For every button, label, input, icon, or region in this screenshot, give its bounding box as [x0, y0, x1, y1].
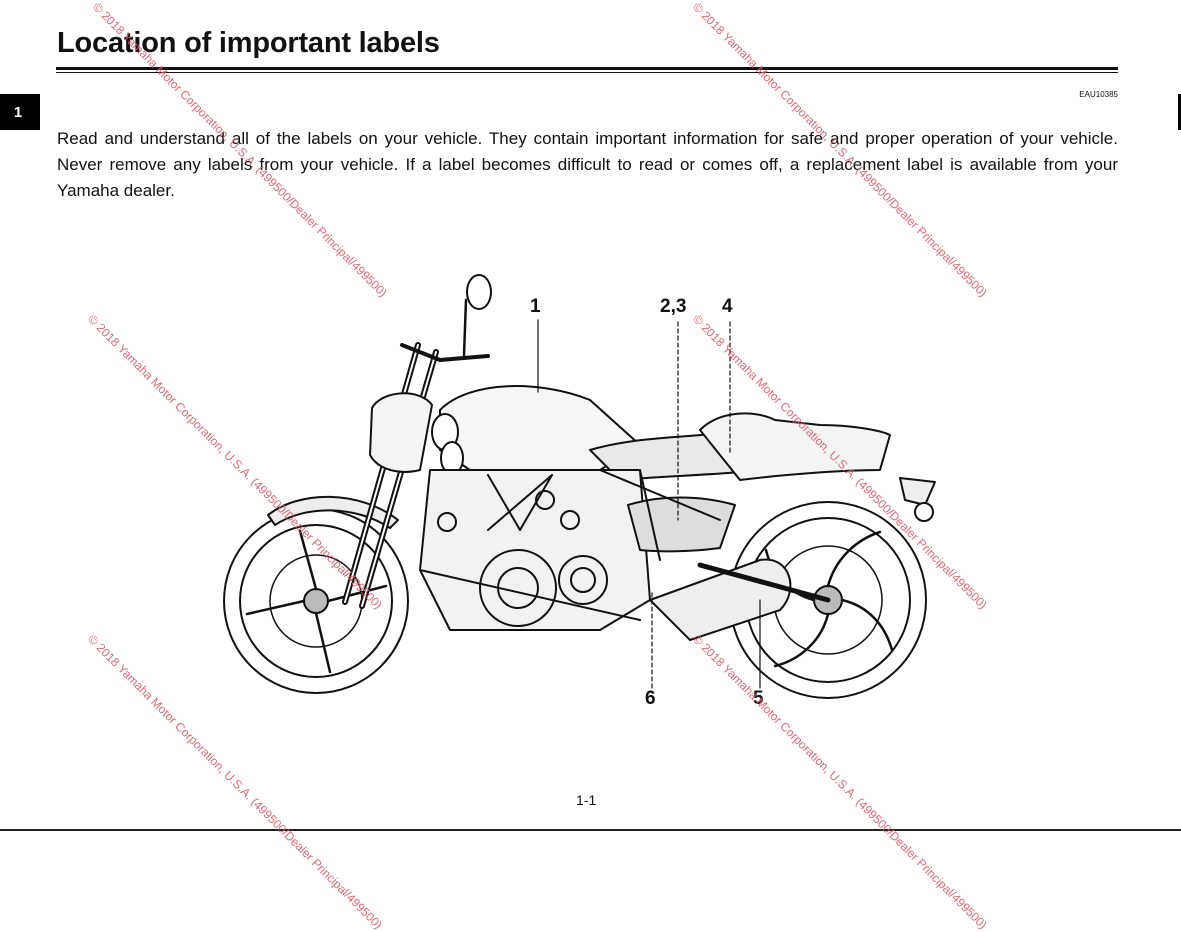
callout-label-1: 1 [530, 296, 541, 317]
callout-label-5: 5 [753, 688, 764, 709]
motorcycle-illustration [223, 274, 936, 699]
frame [419, 469, 721, 621]
handlebar [400, 343, 490, 362]
engine [419, 469, 651, 631]
mirror [466, 274, 492, 310]
bottom-rule [0, 829, 1181, 831]
callout-label-4: 4 [722, 296, 733, 317]
headlight [369, 392, 433, 473]
mirror-stem [462, 298, 468, 357]
side-cover [627, 496, 736, 553]
intro-paragraph: Read and understand all of the labels on… [57, 129, 1118, 200]
chapter-tab: 1 [0, 94, 40, 130]
rear-cowl [699, 412, 891, 481]
title-rule-thin [56, 72, 1118, 73]
doc-code: EAU10385 [1079, 90, 1118, 99]
page-title: Location of important labels [57, 27, 440, 59]
front-fender [267, 495, 399, 529]
title-rule [56, 67, 1118, 70]
tail-light [899, 477, 936, 506]
page-edge-mark [1178, 94, 1181, 130]
swingarm [697, 562, 831, 603]
callout-label-6: 6 [645, 688, 656, 709]
callout-label-2-3: 2,3 [660, 296, 687, 317]
page-number: 1-1 [576, 792, 597, 808]
